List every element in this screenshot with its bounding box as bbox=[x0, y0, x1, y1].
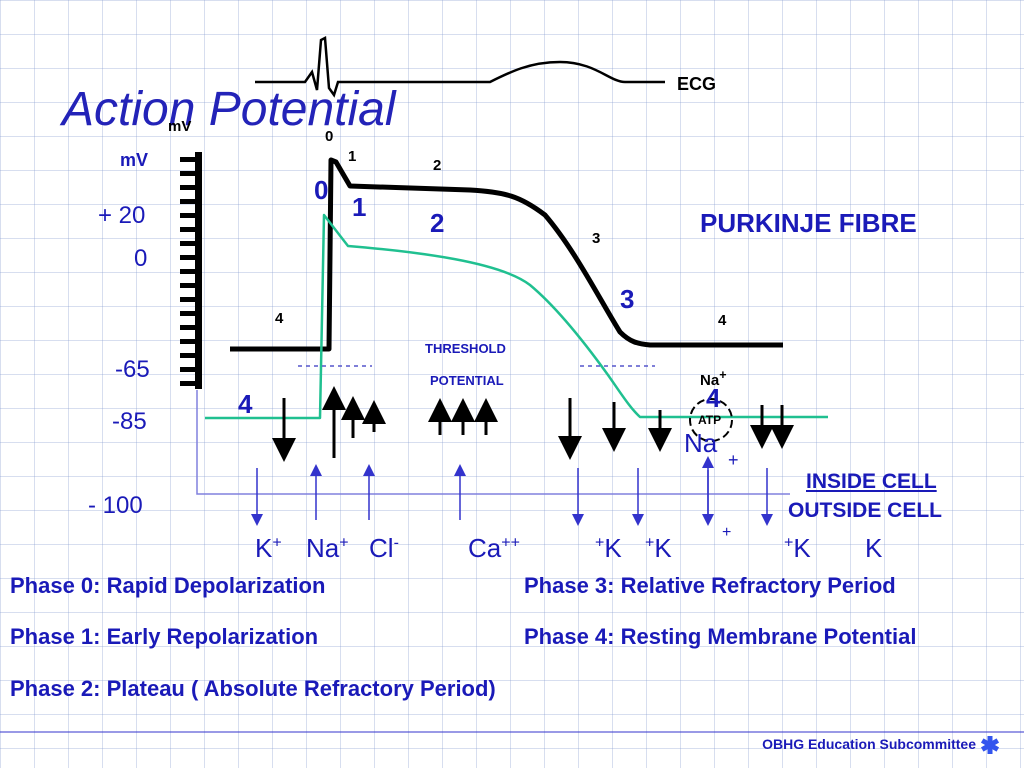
mv-scale-bar bbox=[195, 152, 202, 389]
big-phase-0: 0 bbox=[314, 175, 329, 205]
big-phase-2: 2 bbox=[430, 208, 445, 238]
small-phase-4-left: 4 bbox=[275, 310, 284, 327]
phase-2-text: Phase 2: Plateau ( Absolute Refractory P… bbox=[10, 676, 496, 701]
ion-k-5: K bbox=[865, 533, 883, 563]
black-ap-curve bbox=[230, 157, 783, 352]
ion-cl: Cl- bbox=[369, 533, 399, 563]
scale-plus-20: + 20 bbox=[98, 202, 146, 229]
pump-na-bottom: Na bbox=[684, 428, 718, 458]
phase-1-text: Phase 1: Early Repolarization bbox=[10, 624, 319, 649]
ion-plus-pump: + bbox=[722, 524, 732, 541]
scale-minus-65: -65 bbox=[115, 356, 150, 383]
ion-flux-arrows bbox=[272, 386, 794, 462]
big-phase-4-right: 4 bbox=[706, 383, 721, 413]
ion-na: Na+ bbox=[306, 533, 349, 563]
small-phase-4-right: 4 bbox=[718, 312, 727, 329]
ecg-label: ECG bbox=[677, 74, 717, 94]
star-of-life-icon bbox=[980, 736, 1000, 754]
atp-pump-circle bbox=[689, 398, 733, 442]
pump-atp: ATP bbox=[698, 413, 722, 427]
small-phase-0: 0 bbox=[325, 128, 334, 145]
inside-cell-label: INSIDE CELL bbox=[806, 470, 937, 493]
threshold-label-1: THRESHOLD bbox=[425, 341, 506, 356]
page-title: Action Potential bbox=[62, 83, 396, 136]
small-phase-3: 3 bbox=[592, 230, 601, 247]
green-purkinje-curve bbox=[205, 213, 828, 420]
mv-label-small: mV bbox=[168, 118, 192, 135]
footer-text: OBHG Education Subcommittee bbox=[762, 736, 976, 752]
ion-k-4: +K bbox=[784, 533, 811, 563]
pump-na-top: Na+ bbox=[700, 368, 727, 389]
phase-0-text: Phase 0: Rapid Depolarization bbox=[10, 573, 326, 598]
big-phase-1: 1 bbox=[352, 192, 367, 222]
phase-4-text: Phase 4: Resting Membrane Potential bbox=[524, 624, 917, 649]
ion-ca: Ca++ bbox=[468, 533, 520, 563]
big-phase-4-left: 4 bbox=[238, 389, 253, 419]
membrane-ion-arrows bbox=[251, 456, 773, 526]
small-phase-1: 1 bbox=[348, 148, 357, 165]
small-phase-2: 2 bbox=[433, 157, 442, 174]
scale-zero: 0 bbox=[134, 245, 148, 272]
big-phase-3: 3 bbox=[620, 284, 635, 314]
pump-na-plus: + bbox=[728, 450, 739, 470]
ion-k-1: K+ bbox=[255, 533, 282, 563]
ion-k-3: +K bbox=[645, 533, 672, 563]
membrane-line bbox=[196, 390, 790, 495]
mv-scale-ticks bbox=[180, 157, 198, 386]
ecg-trace bbox=[255, 36, 665, 98]
purkinje-fibre-label: PURKINJE FIBRE bbox=[700, 208, 917, 238]
outside-cell-label: OUTSIDE CELL bbox=[788, 499, 943, 522]
ion-k-2: +K bbox=[595, 533, 622, 563]
phase-3-text: Phase 3: Relative Refractory Period bbox=[524, 573, 896, 598]
mv-label: mV bbox=[120, 150, 149, 170]
scale-minus-85: -85 bbox=[112, 408, 147, 435]
threshold-label-2: POTENTIAL bbox=[430, 373, 504, 388]
scale-minus-100: - 100 bbox=[88, 492, 143, 519]
